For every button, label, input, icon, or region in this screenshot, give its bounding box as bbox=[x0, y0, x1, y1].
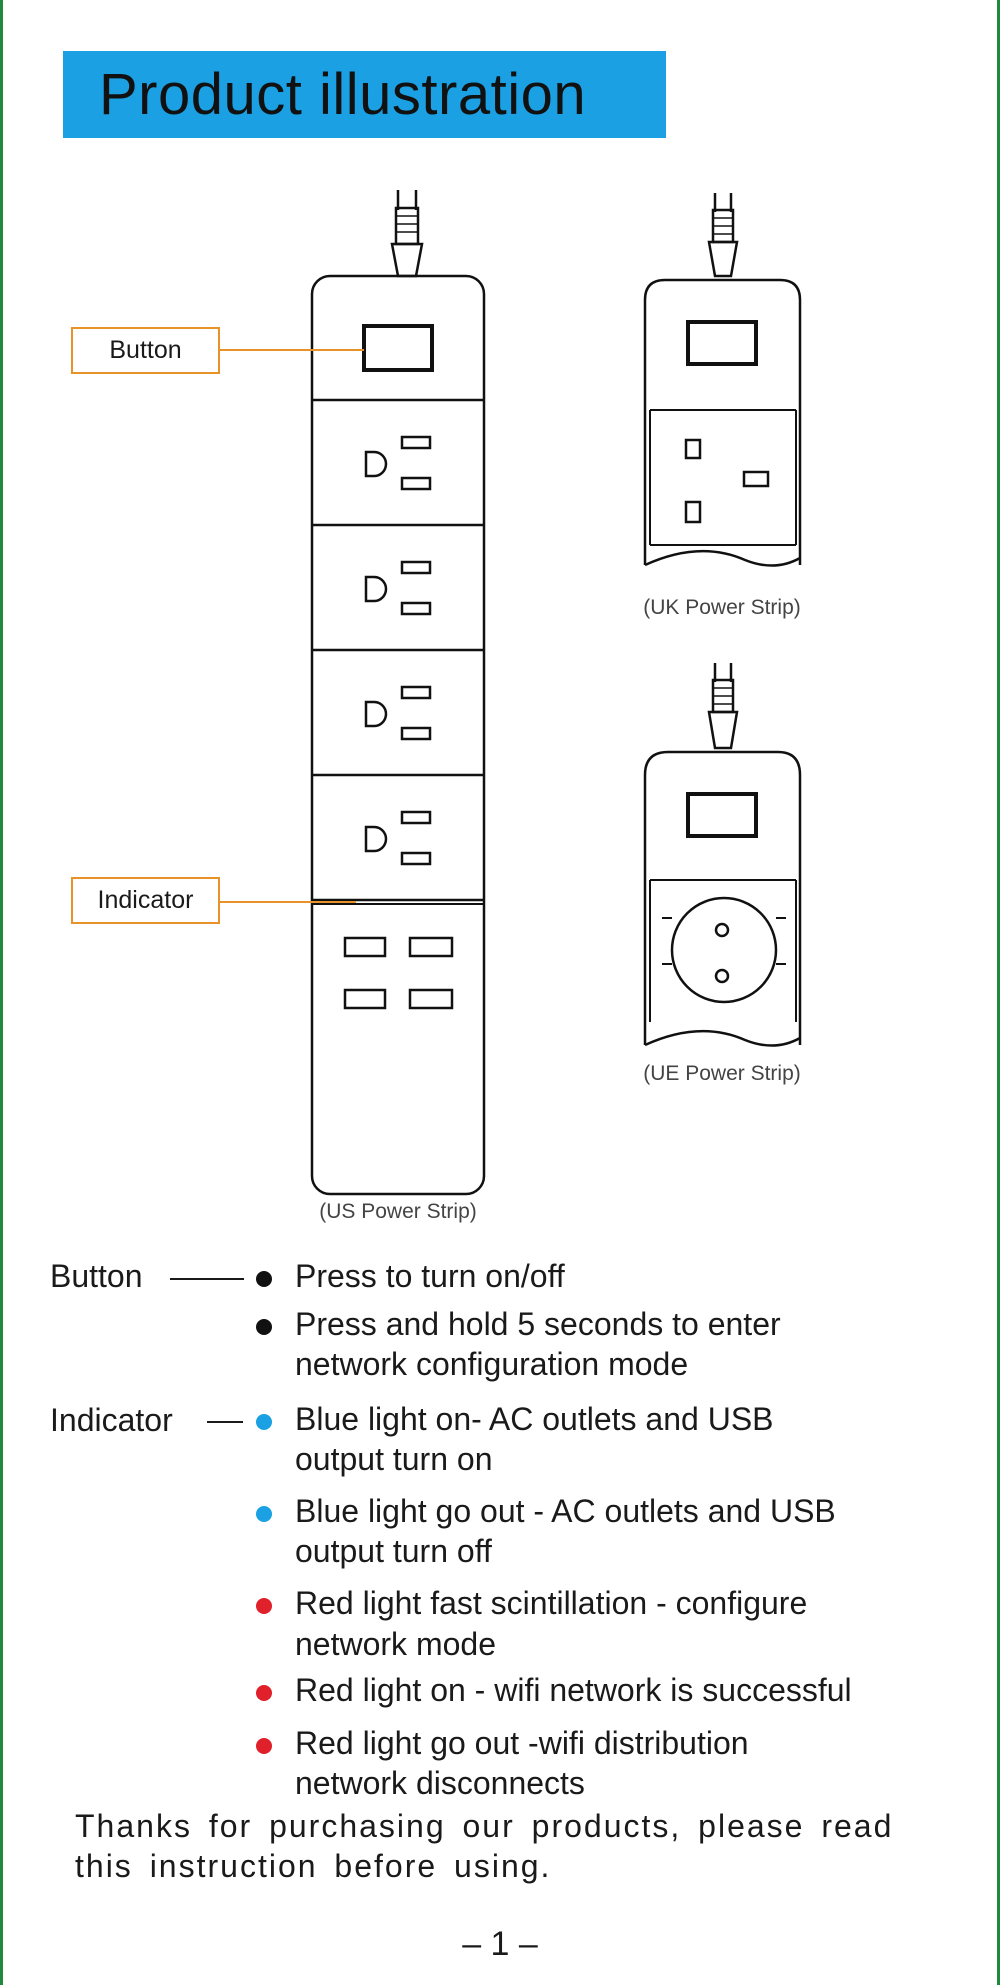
button-callout: Button bbox=[71, 327, 220, 374]
page-number: – 1 – bbox=[462, 1925, 538, 1963]
product-illustration bbox=[220, 190, 802, 1196]
us-outlet-4 bbox=[364, 810, 432, 866]
uk-strip bbox=[643, 193, 802, 567]
page-frame-right bbox=[997, 0, 1000, 1985]
us-strip-button bbox=[362, 324, 434, 372]
legend-button-line bbox=[170, 1278, 244, 1280]
legend-item-text: output turn on bbox=[295, 1441, 493, 1477]
legend-item-text: network configuration mode bbox=[295, 1346, 689, 1382]
closing-line-2: this instruction before using. bbox=[75, 1848, 552, 1884]
legend-item-text: Red light on - wifi network is successfu… bbox=[295, 1672, 852, 1708]
closing-note: Thanks for purchasing our products, plea… bbox=[75, 1806, 945, 1886]
legend-item-text: Blue light go out - AC outlets and USB bbox=[295, 1493, 836, 1529]
uk-strip-caption: (UK Power Strip) bbox=[643, 596, 801, 619]
legend-item-text: Red light go out -wifi distribution bbox=[295, 1725, 749, 1761]
legend-button-label: Button bbox=[50, 1258, 143, 1294]
legend-item-text: Press and hold 5 seconds to enter bbox=[295, 1306, 781, 1342]
legend-item-text: network mode bbox=[295, 1626, 496, 1662]
page-title: Product illustration bbox=[63, 51, 666, 138]
red-dot-icon bbox=[256, 1738, 272, 1754]
legend-indicator-line bbox=[207, 1421, 243, 1423]
page-frame-left bbox=[0, 0, 3, 1985]
legend-item-text: Press to turn on/off bbox=[295, 1258, 565, 1294]
ue-strip bbox=[643, 663, 802, 1047]
legend-indicator-label: Indicator bbox=[50, 1402, 173, 1438]
us-outlet-3 bbox=[364, 685, 432, 741]
us-strip-body bbox=[310, 274, 486, 1196]
legend-item-text: output turn off bbox=[295, 1533, 492, 1569]
us-outlet-1 bbox=[364, 435, 432, 491]
closing-line-1: Thanks for purchasing our products, plea… bbox=[75, 1808, 894, 1844]
black-dot-icon bbox=[256, 1271, 272, 1287]
legend-item-text: Red light fast scintillation - configure bbox=[295, 1585, 808, 1621]
red-dot-icon bbox=[256, 1685, 272, 1701]
indicator-callout: Indicator bbox=[71, 877, 220, 924]
us-strip-caption: (US Power Strip) bbox=[319, 1200, 477, 1223]
red-dot-icon bbox=[256, 1598, 272, 1614]
us-usb-ports bbox=[343, 936, 454, 1010]
us-strip-cord bbox=[390, 190, 424, 278]
legend-item-text: network disconnects bbox=[295, 1765, 585, 1801]
black-dot-icon bbox=[256, 1319, 272, 1335]
us-outlet-2 bbox=[364, 560, 432, 616]
legend-item-text: Blue light on- AC outlets and USB bbox=[295, 1401, 774, 1437]
blue-dot-icon bbox=[256, 1506, 272, 1522]
ue-strip-caption: (UE Power Strip) bbox=[643, 1062, 801, 1085]
blue-dot-icon bbox=[256, 1414, 272, 1430]
